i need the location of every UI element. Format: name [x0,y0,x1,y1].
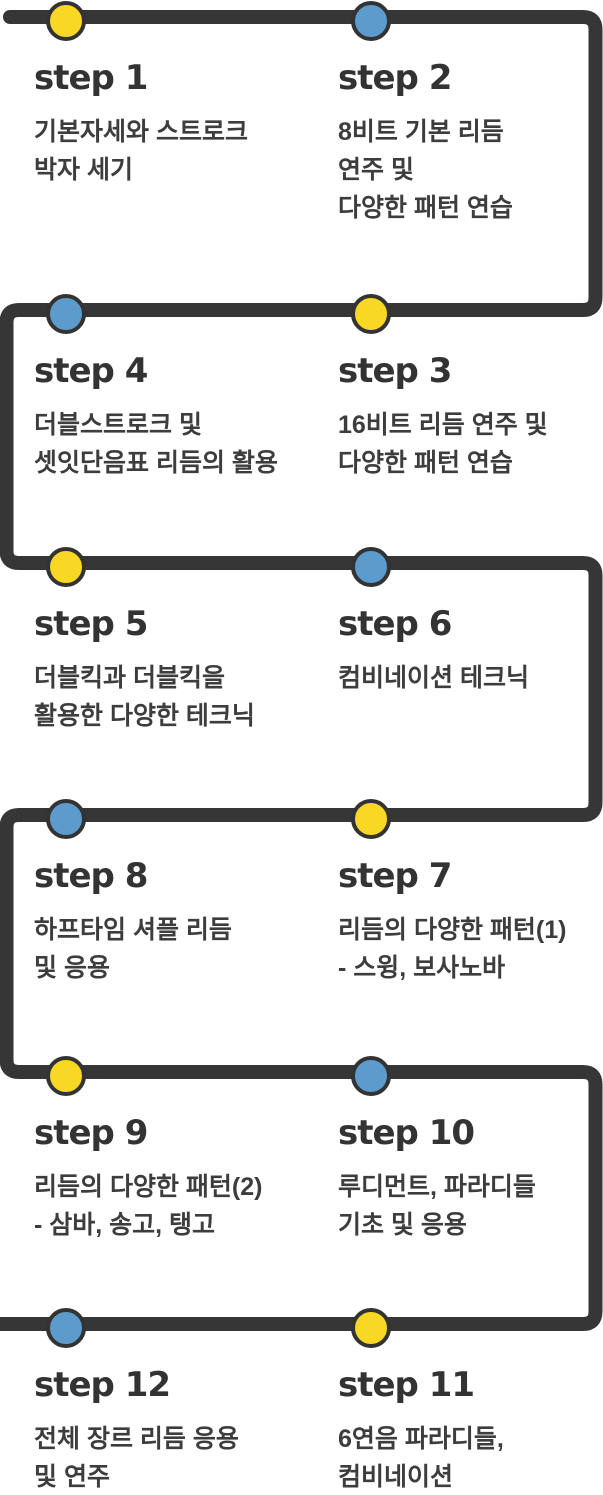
step-10-desc: 루디먼트, 파라디들 기초 및 응용 [338,1168,600,1244]
step-9-desc-line: 리듬의 다양한 패턴(2) [34,1173,263,1201]
step-12-block: step 12 전체 장르 리듬 응용 및 연주 [34,1365,334,1495]
step-11-title: step 11 [338,1365,475,1405]
step-1-desc-line: 기본자세와 스트로크 [34,118,248,146]
step-2-desc: 8비트 기본 리듬 연주 및 다양한 패턴 연습 [338,113,600,227]
step-8-block: step 8 하프타임 셔플 리듬 및 응용 [34,856,334,987]
step-10-desc-line: 루디먼트, 파라디들 [338,1173,536,1201]
step-9-title: step 9 [34,1113,148,1153]
step-8-title: step 8 [34,856,148,896]
step-4-desc-line: 셋잇단음표 리듬의 활용 [34,449,278,477]
step-4-desc-line: 더블스트로크 및 [34,411,202,439]
step-8-dot [46,799,86,839]
step-1-desc-line: 박자 세기 [34,156,133,184]
step-12-desc: 전체 장르 리듬 응용 및 연주 [34,1420,334,1495]
step-5-desc: 더블킥과 더블킥을 활용한 다양한 테크닉 [34,659,334,735]
step-7-title: step 7 [338,856,452,896]
step-1-title: step 1 [34,58,148,98]
step-11-desc: 6연음 파라디들, 컴비네이션 [338,1420,600,1495]
step-9-dot [46,1056,86,1096]
step-9-desc-line: - 삼바, 송고, 탱고 [34,1211,216,1239]
step-6-desc-line: 컴비네이션 테크닉 [338,664,529,692]
step-2-block: step 2 8비트 기본 리듬 연주 및 다양한 패턴 연습 [338,58,600,227]
step-10-title: step 10 [338,1113,475,1153]
step-10-dot [351,1056,391,1096]
step-10-desc-line: 기초 및 응용 [338,1211,467,1239]
step-3-title: step 3 [338,351,452,391]
step-11-desc-line: 컴비네이션 [338,1463,454,1491]
step-12-title: step 12 [34,1365,171,1405]
step-4-title: step 4 [34,351,148,391]
step-5-desc-line: 활용한 다양한 테크닉 [34,702,255,730]
timeline-path [0,10,603,1331]
step-12-desc-line: 및 연주 [34,1463,110,1491]
step-4-dot [46,294,86,334]
step-6-block: step 6 컴비네이션 테크닉 [338,604,600,697]
step-9-block: step 9 리듬의 다양한 패턴(2) - 삼바, 송고, 탱고 [34,1113,334,1244]
step-3-dot [351,294,391,334]
step-3-desc-line: 다양한 패턴 연습 [338,449,513,477]
step-4-desc: 더블스트로크 및 셋잇단음표 리듬의 활용 [34,406,334,482]
step-3-desc: 16비트 리듬 연주 및 다양한 패턴 연습 [338,406,600,482]
step-11-dot [351,1308,391,1348]
step-1-block: step 1 기본자세와 스트로크 박자 세기 [34,58,334,189]
step-6-desc: 컴비네이션 테크닉 [338,659,600,697]
step-8-desc-line: 및 응용 [34,954,110,982]
step-6-title: step 6 [338,604,452,644]
step-7-dot [351,799,391,839]
step-12-dot [46,1308,86,1348]
step-5-block: step 5 더블킥과 더블킥을 활용한 다양한 테크닉 [34,604,334,735]
step-11-desc-line: 6연음 파라디들, [338,1425,504,1453]
step-1-dot [46,1,86,41]
step-7-block: step 7 리듬의 다양한 패턴(1) - 스윙, 보사노바 [338,856,600,987]
step-3-block: step 3 16비트 리듬 연주 및 다양한 패턴 연습 [338,351,600,482]
step-9-desc: 리듬의 다양한 패턴(2) - 삼바, 송고, 탱고 [34,1168,334,1244]
step-10-block: step 10 루디먼트, 파라디들 기초 및 응용 [338,1113,600,1244]
step-5-dot [46,547,86,587]
step-1-desc: 기본자세와 스트로크 박자 세기 [34,113,334,189]
step-3-desc-line: 16비트 리듬 연주 및 [338,411,548,439]
step-2-desc-line: 8비트 기본 리듬 [338,118,504,146]
step-8-desc: 하프타임 셔플 리듬 및 응용 [34,911,334,987]
step-2-dot [351,1,391,41]
step-6-dot [351,547,391,587]
step-2-title: step 2 [338,58,452,98]
step-12-desc-line: 전체 장르 리듬 응용 [34,1425,239,1453]
step-5-desc-line: 더블킥과 더블킥을 [34,664,225,692]
step-4-block: step 4 더블스트로크 및 셋잇단음표 리듬의 활용 [34,351,334,482]
step-8-desc-line: 하프타임 셔플 리듬 [34,916,232,944]
step-7-desc: 리듬의 다양한 패턴(1) - 스윙, 보사노바 [338,911,600,987]
step-7-desc-line: 리듬의 다양한 패턴(1) [338,916,567,944]
step-7-desc-line: - 스윙, 보사노바 [338,954,506,982]
step-2-desc-line: 연주 및 [338,156,414,184]
step-11-block: step 11 6연음 파라디들, 컴비네이션 [338,1365,600,1495]
step-2-desc-line: 다양한 패턴 연습 [338,194,513,222]
step-5-title: step 5 [34,604,148,644]
